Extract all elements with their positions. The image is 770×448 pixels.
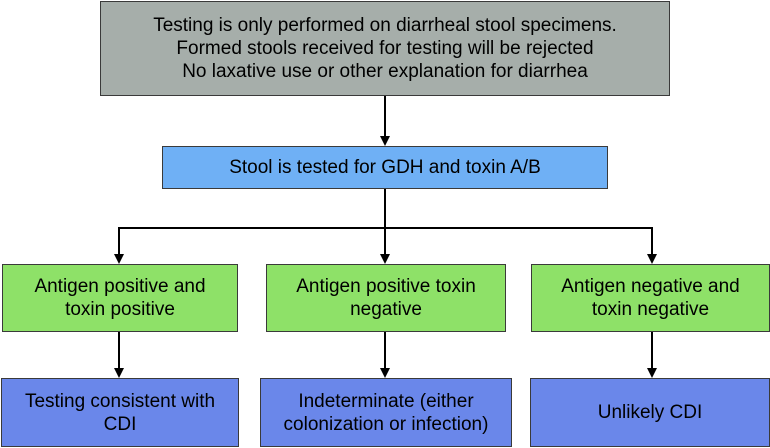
outcome-consistent-with-cdi: Testing consistent with CDI (1, 378, 239, 447)
criteria-line: Testing is only performed on diarrheal s… (153, 15, 617, 36)
criteria-line: Formed stools received for testing will … (176, 38, 594, 59)
result-line: negative (350, 299, 422, 320)
outcome-line: Unlikely CDI (597, 402, 703, 423)
result-antigen-neg-toxin-neg: Antigen negative and toxin negative (531, 264, 770, 332)
result-antigen-pos-toxin-pos: Antigen positive and toxin positive (2, 264, 238, 332)
outcome-line: colonization or infection) (283, 413, 489, 435)
criteria-line: No laxative use or other explanation for… (182, 61, 588, 82)
result-antigen-pos-toxin-neg: Antigen positive toxin negative (266, 264, 506, 332)
test-label: Stool is tested for GDH and toxin A/B (229, 157, 541, 178)
outcome-line: Indeterminate (either (298, 390, 474, 412)
outcome-unlikely-cdi: Unlikely CDI (530, 378, 770, 447)
result-line: Antigen positive and (34, 276, 206, 297)
result-line: Antigen negative and (561, 276, 740, 297)
gdh-toxin-test-box: Stool is tested for GDH and toxin A/B (162, 146, 608, 189)
result-line: Antigen positive toxin (296, 276, 476, 297)
outcome-line: CDI (103, 413, 137, 435)
result-line: toxin negative (591, 299, 710, 320)
outcome-line: Testing consistent with (24, 390, 216, 412)
result-line: toxin positive (65, 299, 175, 320)
outcome-indeterminate: Indeterminate (either colonization or in… (260, 378, 512, 447)
specimen-criteria-box: Testing is only performed on diarrheal s… (100, 1, 670, 96)
